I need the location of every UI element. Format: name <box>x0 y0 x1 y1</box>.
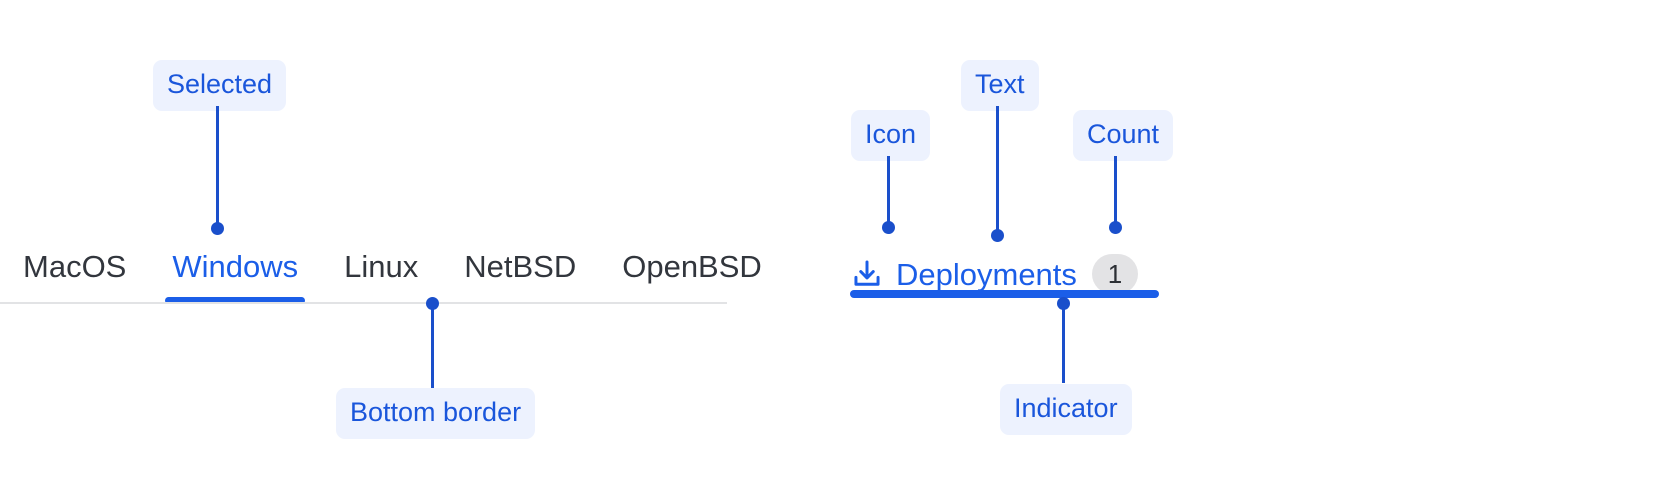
leader-dot-icon <box>882 221 895 234</box>
callout-selected: Selected <box>153 60 287 111</box>
leader-line-selected <box>216 106 219 228</box>
deployments-count-badge: 1 <box>1091 254 1138 294</box>
leader-dot-count <box>1109 221 1122 234</box>
leader-line-text <box>996 106 999 230</box>
os-tab-strip: MacOS Windows Linux NetBSD OpenBSD <box>0 243 784 311</box>
tab-windows-active-underline <box>165 297 306 304</box>
deployments-active-indicator <box>850 290 1159 298</box>
tab-netbsd-label: NetBSD <box>464 249 577 284</box>
deployments-tab[interactable]: Deployments 1 <box>850 245 1160 303</box>
tab-openbsd[interactable]: OpenBSD <box>599 243 785 308</box>
tab-linux-label: Linux <box>344 249 419 284</box>
tab-windows-label: Windows <box>172 249 299 284</box>
leader-dot-text <box>991 229 1004 242</box>
tab-openbsd-label: OpenBSD <box>622 249 762 284</box>
tab-netbsd[interactable]: NetBSD <box>441 243 599 308</box>
tab-strip-bottom-rule <box>0 302 727 304</box>
download-icon <box>854 260 880 286</box>
leader-line-bottom-border <box>431 303 434 391</box>
callout-text: Text <box>961 60 1039 111</box>
tab-macos[interactable]: MacOS <box>0 243 149 308</box>
tab-windows[interactable]: Windows <box>149 243 321 308</box>
leader-line-icon <box>887 156 890 226</box>
callout-bottom-border: Bottom border <box>336 388 536 439</box>
leader-line-indicator <box>1062 303 1065 383</box>
tab-macos-label: MacOS <box>23 249 127 284</box>
callout-indicator: Indicator <box>1000 384 1132 435</box>
os-tab-row: MacOS Windows Linux NetBSD OpenBSD <box>0 243 785 308</box>
deployments-tab-label: Deployments <box>896 256 1077 292</box>
leader-line-count <box>1114 156 1117 226</box>
callout-icon: Icon <box>851 110 931 161</box>
leader-dot-selected <box>211 222 224 235</box>
tab-linux[interactable]: Linux <box>321 243 441 308</box>
callout-count: Count <box>1073 110 1174 161</box>
